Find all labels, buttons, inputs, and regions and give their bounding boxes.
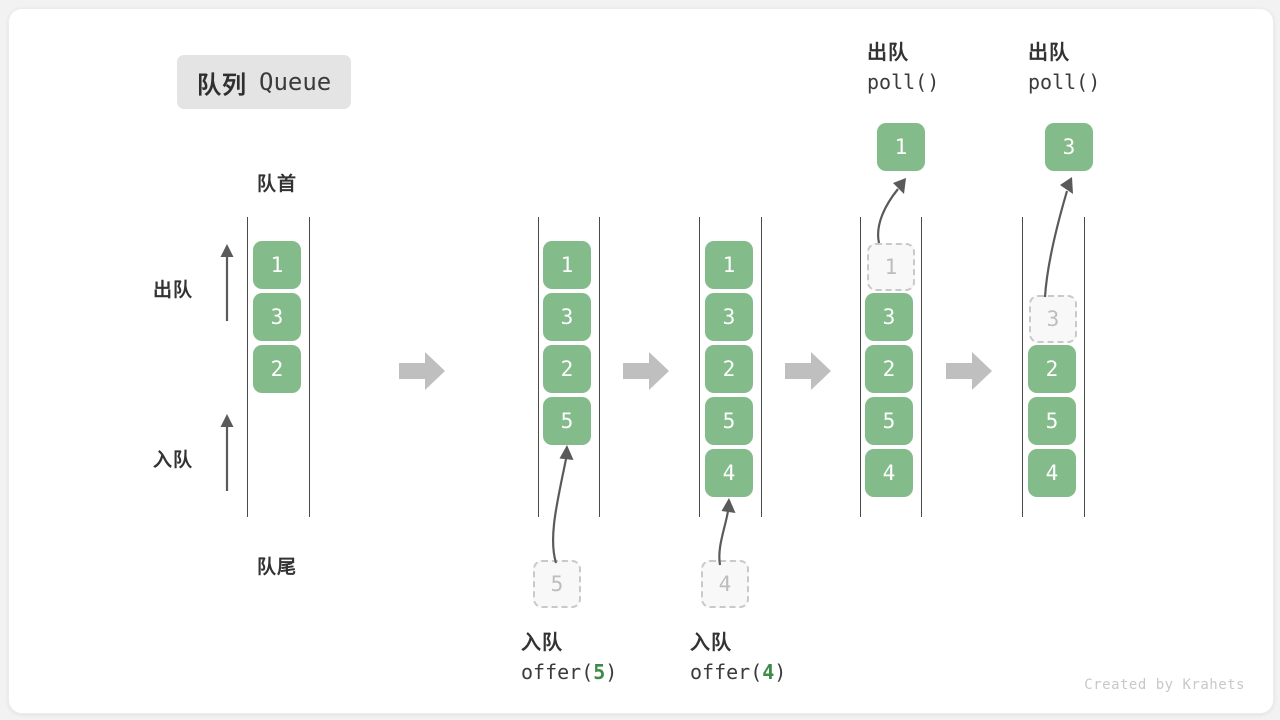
dequeue-direction-label: 出队 <box>153 280 194 301</box>
queue-element: 3 <box>705 293 753 341</box>
queue-element: 2 <box>543 345 591 393</box>
rail-left <box>1022 217 1023 517</box>
flow-arrow-icon <box>399 352 445 390</box>
rail-right <box>761 217 762 517</box>
queue-element: 5 <box>1028 397 1076 445</box>
stage-caption: 入队 offer(4) <box>690 629 786 687</box>
rail-right <box>309 217 310 517</box>
queue-rear-label: 队尾 <box>256 557 297 578</box>
ghost-element: 3 <box>1029 295 1077 343</box>
rail-left <box>538 217 539 517</box>
ghost-element: 5 <box>533 560 581 608</box>
rail-left <box>860 217 861 517</box>
queue-element: 3 <box>865 293 913 341</box>
enqueue-curve-arrow-icon <box>551 445 574 564</box>
queue-element: 5 <box>865 397 913 445</box>
flow-arrow-icon <box>946 352 992 390</box>
queue-element: 4 <box>1028 449 1076 497</box>
dequeue-arrow-icon <box>220 244 234 321</box>
flow-arrow-icon <box>623 352 669 390</box>
queue-element: 1 <box>253 241 301 289</box>
stage-caption: 出队 poll() <box>867 39 939 97</box>
stage-caption: 出队 poll() <box>1028 39 1100 97</box>
stage-caption: 入队 offer(5) <box>521 629 617 687</box>
queue-element: 1 <box>543 241 591 289</box>
queue-element: 2 <box>1028 345 1076 393</box>
rail-right <box>1084 217 1085 517</box>
queue-element: 1 <box>705 241 753 289</box>
diagram-card: 队列 Queue 队首 队尾 出队 入队 1 3 2 1 3 2 5 5 <box>8 8 1274 714</box>
queue-element-new: 5 <box>543 397 591 445</box>
queue-front-label: 队首 <box>256 174 297 195</box>
rail-left <box>699 217 700 517</box>
queue-element-new: 4 <box>705 449 753 497</box>
poll-curve-arrow-icon <box>877 178 906 244</box>
enqueue-direction-label: 入队 <box>153 450 194 471</box>
ghost-element: 4 <box>701 560 749 608</box>
caption-code: offer(4) <box>690 660 787 684</box>
title-chinese: 队列 <box>197 71 247 99</box>
queue-element: 5 <box>705 397 753 445</box>
title-english: Queue <box>259 68 332 96</box>
caption-code: poll() <box>867 70 940 94</box>
caption-code: offer(5) <box>521 660 618 684</box>
polled-result-element: 1 <box>877 123 925 171</box>
caption-chinese: 入队 <box>690 632 732 654</box>
poll-curve-arrow-icon <box>1043 177 1073 298</box>
ghost-element: 1 <box>867 243 915 291</box>
queue-element: 2 <box>865 345 913 393</box>
polled-result-element: 3 <box>1045 123 1093 171</box>
caption-chinese: 出队 <box>1028 42 1070 64</box>
rail-right <box>599 217 600 517</box>
rail-right <box>921 217 922 517</box>
queue-element: 2 <box>705 345 753 393</box>
caption-chinese: 出队 <box>867 42 909 64</box>
caption-chinese: 入队 <box>521 632 563 654</box>
queue-element: 4 <box>865 449 913 497</box>
title-badge: 队列 Queue <box>177 55 352 109</box>
queue-element: 3 <box>543 293 591 341</box>
enqueue-curve-arrow-icon <box>718 498 736 566</box>
caption-code: poll() <box>1028 70 1101 94</box>
queue-element: 3 <box>253 293 301 341</box>
rail-left <box>247 217 248 517</box>
queue-element: 2 <box>253 345 301 393</box>
enqueue-arrow-icon <box>220 414 234 491</box>
watermark: Created by Krahets <box>1084 677 1245 693</box>
flow-arrow-icon <box>785 352 831 390</box>
